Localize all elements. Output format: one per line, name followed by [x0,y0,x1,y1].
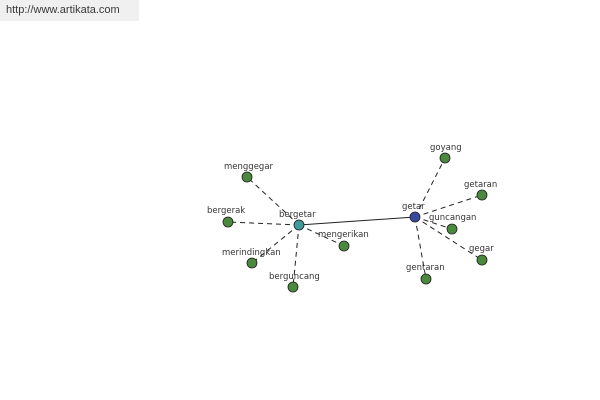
edge-getar-getaran [414,194,483,218]
edge-bergetar-menggegar [246,176,300,226]
edge-getar-gentaran [414,216,427,280]
node-getaran-marker[interactable] [476,189,488,201]
node-bergerak[interactable]: bergerak [207,206,245,228]
edge-getar-goyang [414,157,446,218]
node-menggegar[interactable]: menggegar [224,162,274,183]
node-gegar[interactable]: gegar [469,244,494,266]
node-getar-marker[interactable] [409,211,421,223]
node-goyang-marker[interactable] [439,152,451,164]
node-merindingkan[interactable]: merindingkan [222,248,281,269]
node-berguncang[interactable]: berguncang [269,272,320,293]
node-getar-label[interactable]: getar [402,202,425,212]
source-url-banner: http://www.artikata.com [0,0,139,21]
node-mengerikan-marker[interactable] [338,240,350,252]
node-guncangan-marker[interactable] [446,223,458,235]
edge-bergetar-berguncang [292,224,300,288]
node-bergerak-label[interactable]: bergerak [207,206,245,216]
node-bergerak-marker[interactable] [222,216,234,228]
node-menggegar-marker[interactable] [241,171,253,183]
node-getaran[interactable]: getaran [464,180,497,201]
node-merindingkan-marker[interactable] [246,257,258,269]
node-goyang[interactable]: goyang [430,143,462,164]
node-menggegar-label[interactable]: menggegar [224,162,274,172]
node-gentaran[interactable]: gentaran [406,263,445,285]
node-gentaran-marker[interactable] [420,273,432,285]
node-getar[interactable]: getar [402,202,425,223]
node-guncangan-label[interactable]: guncangan [429,213,476,223]
edge-getar-bergetar [298,216,416,226]
edge-bergetar-merindingkan [251,224,300,264]
nodes-layer: getar bergetar goyang getaran guncangan gegar… [207,143,497,293]
source-url-text: http://www.artikata.com [6,4,120,16]
node-merindingkan-label[interactable]: merindingkan [222,248,281,258]
node-guncangan[interactable]: guncangan [429,213,476,235]
node-gentaran-label[interactable]: gentaran [406,263,445,273]
node-bergetar-label[interactable]: bergetar [279,210,316,220]
node-gegar-label[interactable]: gegar [469,244,494,254]
edge-bergetar-bergerak [227,221,300,226]
node-gegar-marker[interactable] [476,254,488,266]
edges-layer [227,157,483,288]
node-mengerikan[interactable]: mengerikan [318,230,369,252]
node-getaran-label[interactable]: getaran [464,180,497,190]
edge-getar-gegar [414,216,483,261]
node-bergetar[interactable]: bergetar [279,210,316,231]
node-goyang-label[interactable]: goyang [430,143,462,153]
node-berguncang-marker[interactable] [287,281,299,293]
node-mengerikan-label[interactable]: mengerikan [318,230,369,240]
edge-getar-guncangan [414,216,453,230]
node-berguncang-label[interactable]: berguncang [269,272,320,282]
node-bergetar-marker[interactable] [293,219,305,231]
